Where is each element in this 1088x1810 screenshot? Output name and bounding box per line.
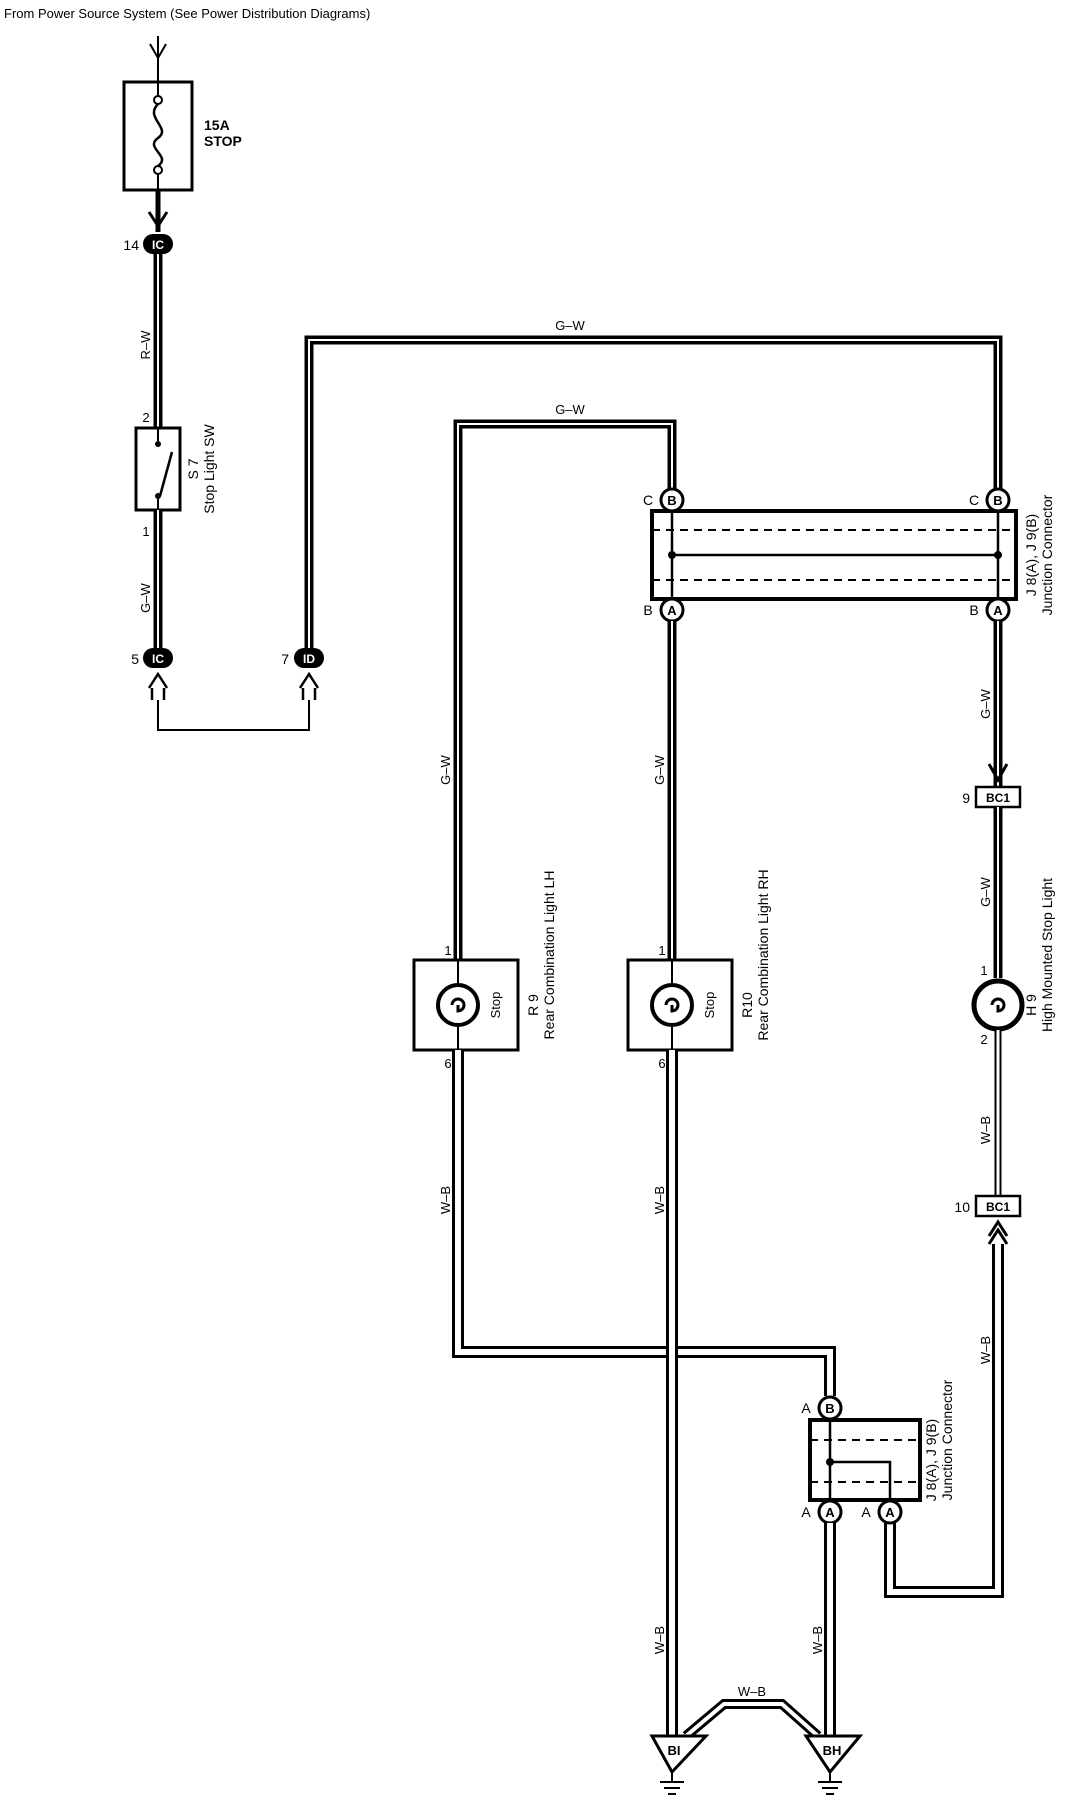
fuse-rating: 15A bbox=[204, 117, 230, 133]
svg-text:B: B bbox=[825, 1401, 834, 1416]
junction-bottom-letter-top: A bbox=[801, 1400, 811, 1416]
junction-bottom-letter-right: A bbox=[861, 1504, 871, 1520]
junction-top-name: Junction Connector bbox=[1039, 494, 1055, 615]
svg-text:A: A bbox=[667, 603, 677, 618]
svg-text:BH: BH bbox=[823, 1743, 842, 1758]
wire-label-w-b-d: W–B bbox=[652, 1186, 667, 1214]
wire-label-g-w-e: G–W bbox=[652, 754, 667, 784]
wire-label-r-w: R–W bbox=[138, 330, 153, 360]
svg-text:BC1: BC1 bbox=[986, 1200, 1010, 1214]
switch-code: S 7 bbox=[185, 458, 201, 479]
bc1-10-pin: 10 bbox=[954, 1199, 970, 1215]
junction-bottom-letter-left: A bbox=[801, 1504, 811, 1520]
svg-text:B: B bbox=[667, 493, 676, 508]
wire-label-g-w-b: G–W bbox=[555, 318, 585, 333]
lamp-rear-combination-rh bbox=[626, 958, 734, 1052]
junction-top-pin-right-top: B bbox=[985, 487, 1011, 513]
ic5-pin: 5 bbox=[131, 651, 139, 667]
wire-label-w-b-a: W–B bbox=[978, 1116, 993, 1144]
stop-light-switch: 2 1 bbox=[134, 410, 182, 539]
wire-label-g-w-c: G–W bbox=[555, 402, 585, 417]
fuse-name: STOP bbox=[204, 133, 242, 149]
switch-pin-2: 2 bbox=[142, 410, 149, 425]
power-in-arrow bbox=[149, 36, 167, 82]
lamp-rh-code: R10 bbox=[739, 992, 755, 1018]
power-source-label: From Power Source System (See Power Dist… bbox=[4, 6, 370, 21]
lamp-rh-name: Rear Combination Light RH bbox=[755, 869, 771, 1040]
wire-label-w-b-g: W–B bbox=[738, 1684, 766, 1699]
junction-top-pin-right-bottom: A bbox=[985, 597, 1011, 623]
junction-top-pin-left-top: B bbox=[659, 487, 685, 513]
ground-bh: BH bbox=[803, 1734, 864, 1795]
lamp-rh-pin-out: 6 bbox=[658, 1056, 665, 1071]
id7-socket bbox=[298, 671, 320, 700]
junction-connector-top bbox=[650, 509, 1018, 601]
switch-name: Stop Light SW bbox=[201, 423, 217, 513]
svg-text:BI: BI bbox=[668, 1743, 681, 1758]
ic14-arrow bbox=[147, 211, 169, 229]
fuse-15a-stop bbox=[122, 80, 194, 192]
wire-label-w-b-b: W–B bbox=[978, 1336, 993, 1364]
lamp-rear-combination-lh bbox=[412, 958, 520, 1052]
junction-top-letter-right-top: C bbox=[969, 492, 979, 508]
lamp-high-mounted-stop bbox=[971, 978, 1025, 1032]
lamp-hm-code: H 9 bbox=[1023, 994, 1039, 1016]
connector-ic-5: IC bbox=[143, 648, 173, 668]
lamp-hm-name: High Mounted Stop Light bbox=[1039, 878, 1055, 1032]
junction-top-letter-left-bottom: B bbox=[643, 602, 652, 618]
svg-text:B: B bbox=[993, 493, 1002, 508]
connector-ic-14: IC bbox=[143, 234, 173, 254]
ic5-socket bbox=[147, 671, 169, 700]
wire-label-w-b-f: W–B bbox=[810, 1626, 825, 1654]
ground-bi: BI bbox=[649, 1734, 710, 1795]
svg-text:IC: IC bbox=[152, 238, 164, 252]
junction-bottom-pin-left: A bbox=[817, 1499, 843, 1525]
wire-label-w-b-c: W–B bbox=[438, 1186, 453, 1214]
id7-pin: 7 bbox=[281, 651, 289, 667]
junction-top-letter-right-bottom: B bbox=[969, 602, 978, 618]
wire-label-g-w-f: G–W bbox=[978, 688, 993, 718]
bc1-9-arrow bbox=[987, 763, 1009, 784]
lamp-lh-name: Rear Combination Light LH bbox=[541, 871, 557, 1040]
lamp-lh-pin-in: 1 bbox=[444, 943, 451, 958]
junction-connector-bottom bbox=[808, 1418, 922, 1502]
connector-bc1-9: BC1 bbox=[974, 785, 1022, 809]
lamp-rh-pin-in: 1 bbox=[658, 943, 665, 958]
switch-pin-1: 1 bbox=[142, 524, 149, 539]
junction-bottom-name: Junction Connector bbox=[939, 1379, 955, 1500]
lamp-rh-stop: Stop bbox=[702, 992, 717, 1019]
lamp-lh-pin-out: 6 bbox=[444, 1056, 451, 1071]
lamp-lh-stop: Stop bbox=[488, 992, 503, 1019]
svg-text:ID: ID bbox=[303, 652, 315, 666]
wire-label-g-w-g: G–W bbox=[978, 876, 993, 906]
junction-top-letter-left-top: C bbox=[643, 492, 653, 508]
bc1-9-pin: 9 bbox=[962, 790, 970, 806]
svg-text:A: A bbox=[825, 1505, 835, 1520]
connector-bc1-10: BC1 bbox=[974, 1194, 1022, 1218]
svg-text:BC1: BC1 bbox=[986, 791, 1010, 805]
svg-text:A: A bbox=[885, 1505, 895, 1520]
junction-bottom-pin-top: B bbox=[817, 1395, 843, 1421]
wire-label-g-w-a: G–W bbox=[138, 582, 153, 612]
lamp-hm-pin-out: 2 bbox=[980, 1032, 987, 1047]
connector-id-7: ID bbox=[294, 648, 324, 668]
lamp-lh-code: R 9 bbox=[525, 994, 541, 1016]
junction-top-pin-left-bottom: A bbox=[659, 597, 685, 623]
lamp-hm-pin-in: 1 bbox=[980, 963, 987, 978]
bc1-10-socket bbox=[987, 1219, 1009, 1245]
wire-label-g-w-d: G–W bbox=[438, 754, 453, 784]
svg-text:A: A bbox=[993, 603, 1003, 618]
svg-text:IC: IC bbox=[152, 652, 164, 666]
junction-bottom-pin-right: A bbox=[877, 1499, 903, 1525]
ic-id-link bbox=[157, 700, 310, 731]
junction-top-code: J 8(A), J 9(B) bbox=[1023, 514, 1039, 596]
wire-label-w-b-e: W–B bbox=[652, 1626, 667, 1654]
junction-bottom-code: J 8(A), J 9(B) bbox=[923, 1419, 939, 1501]
ic14-pin: 14 bbox=[123, 237, 139, 253]
